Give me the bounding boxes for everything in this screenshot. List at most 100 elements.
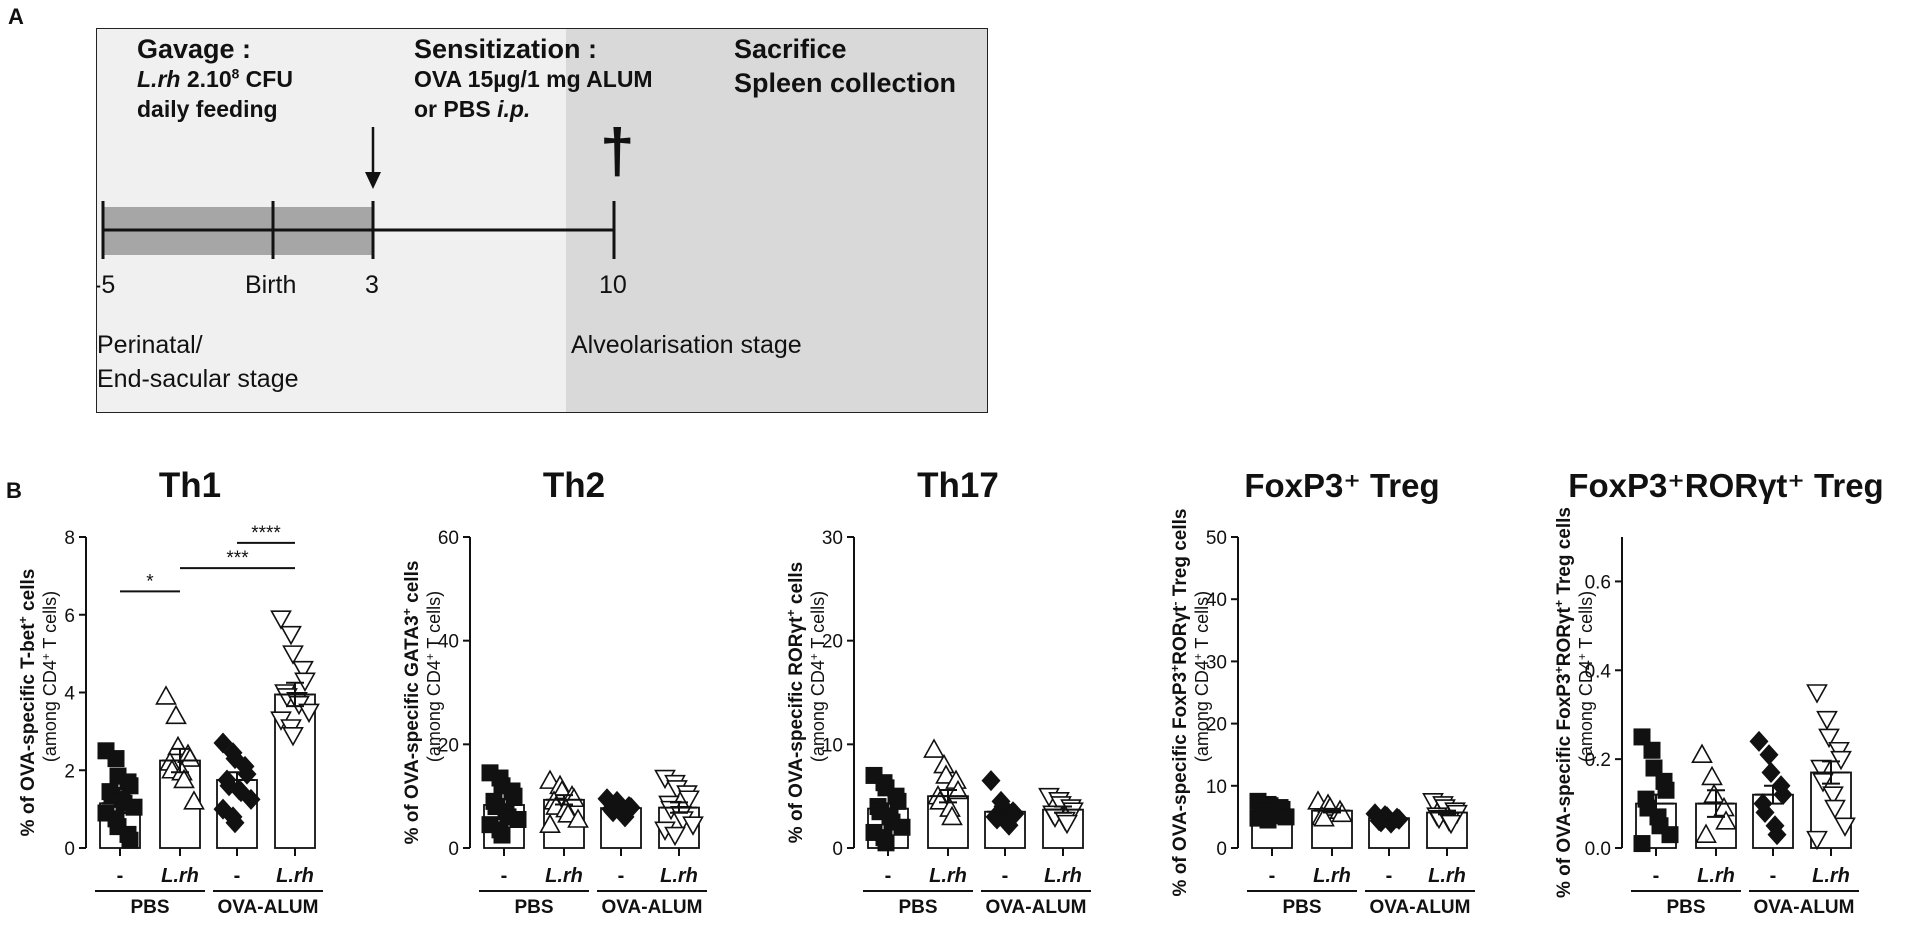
y-axis-label-text: cells: [786, 562, 807, 610]
y-tick-label: 6: [64, 606, 75, 627]
data-point: [678, 790, 700, 810]
data-point: [1810, 759, 1832, 780]
y-tick-label: 0: [1216, 839, 1227, 860]
data-point: [1761, 761, 1781, 783]
data-point: [981, 770, 1001, 792]
y-tick-label: 40: [1206, 590, 1227, 611]
y-tick-label: 0.6: [1585, 572, 1611, 593]
group-label-pbs: PBS: [1666, 897, 1705, 918]
significance-label: ***: [226, 548, 249, 569]
x-category-label: -: [234, 865, 241, 887]
y-axis-sublabel-text: T cells): [808, 591, 828, 653]
group-label-ova-alum: OVA-ALUM: [986, 897, 1087, 918]
y-tick-label: 0.4: [1585, 661, 1612, 682]
data-point: [107, 750, 125, 768]
chart-title: Th2: [543, 466, 605, 505]
data-point: [1830, 750, 1852, 771]
y-axis-label-text: Treg cells: [1170, 509, 1191, 602]
data-point: [1695, 823, 1717, 843]
x-category-label: -: [618, 865, 625, 887]
data-point: [292, 660, 314, 681]
y-axis-label-sup: +: [1168, 665, 1182, 672]
tick-label-minus5: -5: [97, 271, 116, 299]
data-point: [1633, 728, 1651, 746]
data-point: [225, 748, 245, 770]
y-axis-label-text: cells: [402, 561, 423, 609]
alveolarisation-stage-label: Alveolarisation stage: [571, 331, 802, 359]
data-point: [280, 625, 302, 646]
data-point: [1259, 811, 1277, 829]
y-tick-label: 0: [832, 839, 843, 860]
y-axis-sublabel-text: T cells): [1576, 591, 1596, 653]
data-point: [1657, 781, 1675, 799]
y-tick-label: 0: [64, 839, 75, 860]
y-tick-label: 30: [1206, 652, 1227, 673]
y-tick-label: 4: [64, 684, 75, 705]
data-point: [1365, 803, 1385, 825]
x-category-label: L.rh: [660, 865, 698, 887]
y-tick-label: 0.2: [1585, 750, 1611, 771]
sensitization-arrowhead: [365, 172, 381, 189]
y-axis-label: % of OVA-specific T-bet+ cells: [16, 569, 39, 837]
y-axis-sublabel-text: (among CD4: [808, 660, 828, 762]
data-point: [941, 805, 963, 826]
sensitization-route: or PBS i.p.: [414, 96, 531, 122]
data-point: [1701, 765, 1723, 786]
x-category-label: L.rh: [1044, 865, 1082, 887]
y-tick-label: 8: [64, 528, 75, 549]
x-category-label: -: [885, 865, 892, 887]
group-label-ova-alum: OVA-ALUM: [218, 897, 319, 918]
y-tick-label: 20: [1206, 715, 1227, 736]
chart-title: FoxP3⁺RORγt⁺ Treg: [1568, 467, 1883, 504]
data-point: [167, 735, 189, 756]
y-axis-label-text: % of OVA-specific FoxP3: [1554, 673, 1575, 898]
group-label-ova-alum: OVA-ALUM: [1370, 897, 1471, 918]
y-tick-label: 10: [1206, 777, 1227, 798]
chart-th2: Th2% of OVA-specific GATA3+ cells(among …: [400, 466, 707, 918]
y-axis-label: % of OVA-specific FoxP3+RORγt+ Treg cell…: [1552, 507, 1575, 898]
y-tick-label: 10: [822, 735, 843, 756]
x-category-label: -: [1269, 865, 1276, 887]
y-axis-sublabel-text: T cells): [424, 591, 444, 653]
group-label-pbs: PBS: [514, 897, 553, 918]
data-point: [121, 831, 139, 849]
data-point: [179, 747, 201, 767]
y-tick-label: 20: [822, 632, 843, 653]
y-tick-label: 2: [64, 761, 75, 782]
data-point: [877, 834, 895, 852]
y-axis-label-sup: -: [1168, 601, 1182, 605]
data-point: [1818, 728, 1840, 749]
y-axis-sublabel-sup: +: [1576, 653, 1589, 660]
data-point: [1440, 814, 1462, 835]
y-axis-sublabel-text: (among CD4: [1576, 660, 1596, 762]
perinatal-stage-label: Perinatal/: [97, 331, 203, 359]
group-label-pbs: PBS: [1282, 897, 1321, 918]
sensitization-title: Sensitization :: [414, 34, 598, 64]
data-point: [1643, 741, 1661, 759]
data-point: [1834, 817, 1856, 837]
x-category-label: -: [117, 865, 124, 887]
y-axis-sublabel-text: (among CD4: [424, 660, 444, 762]
x-category-label: L.rh: [545, 865, 583, 887]
alveolarisation-background: [566, 29, 987, 412]
data-point: [1767, 824, 1787, 846]
gavage-frequency: daily feeding: [137, 96, 278, 122]
data-point: [567, 808, 589, 828]
data-point: [664, 826, 686, 847]
data-point: [282, 645, 304, 665]
data-point: [173, 768, 195, 789]
tick-label-birth: Birth: [245, 271, 297, 299]
data-point: [121, 777, 139, 795]
data-point: [1661, 826, 1679, 844]
end-sacular-stage-label: End-sacular stage: [97, 365, 299, 393]
data-point: [1812, 773, 1834, 793]
y-axis-sublabel: (among CD4+ T cells): [40, 591, 61, 762]
data-point: [935, 764, 957, 784]
data-point: [923, 738, 945, 758]
x-category-label: L.rh: [929, 865, 967, 887]
data-point: [1749, 730, 1769, 752]
x-category-label: L.rh: [161, 865, 199, 887]
y-tick-label: 0: [448, 839, 459, 860]
data-point: [539, 769, 561, 789]
data-point: [1645, 759, 1663, 777]
